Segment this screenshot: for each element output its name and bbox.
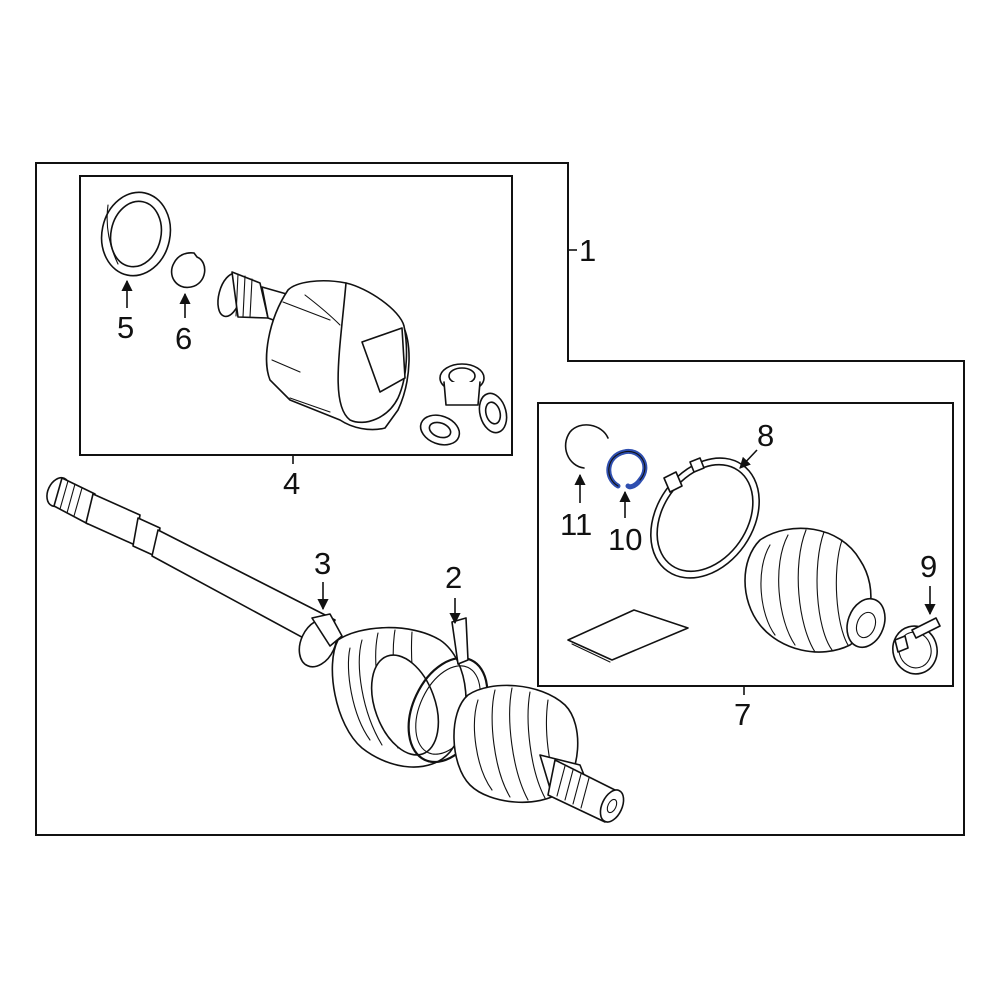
callout-5[interactable]: 5 <box>117 310 134 345</box>
inner-joint-kit-frame <box>79 175 513 456</box>
circlip-part[interactable] <box>564 424 609 469</box>
callout-10[interactable]: 10 <box>608 522 642 557</box>
axle-shaft-part[interactable] <box>43 474 336 649</box>
outer-boot-part[interactable] <box>453 684 593 804</box>
grease-pack-part[interactable] <box>567 609 689 661</box>
boot-part[interactable] <box>744 527 891 653</box>
callout-1[interactable]: 1 <box>579 233 596 268</box>
callout-8[interactable]: 8 <box>757 418 774 453</box>
snap-ring-part[interactable] <box>170 252 206 289</box>
callout-9[interactable]: 9 <box>920 549 937 584</box>
large-boot-band-part[interactable] <box>628 437 781 599</box>
callout-3[interactable]: 3 <box>314 546 331 581</box>
inner-boot-part[interactable] <box>331 626 467 768</box>
callout-7[interactable]: 7 <box>734 697 751 732</box>
outer-stub-shaft-part[interactable] <box>547 759 628 826</box>
assembly-frame <box>35 162 965 836</box>
callout-6[interactable]: 6 <box>175 321 192 356</box>
callout-2[interactable]: 2 <box>445 560 462 595</box>
tripod-spider-part[interactable] <box>416 363 510 450</box>
callout-11[interactable]: 11 <box>560 507 592 542</box>
boot-clamp-part[interactable] <box>292 613 344 673</box>
seal-ring-part[interactable] <box>94 186 178 282</box>
inner-joint-housing-part[interactable] <box>214 271 410 431</box>
small-boot-band-part[interactable] <box>888 617 943 679</box>
callout-4[interactable]: 4 <box>283 466 300 501</box>
boot-kit-frame <box>537 402 954 687</box>
